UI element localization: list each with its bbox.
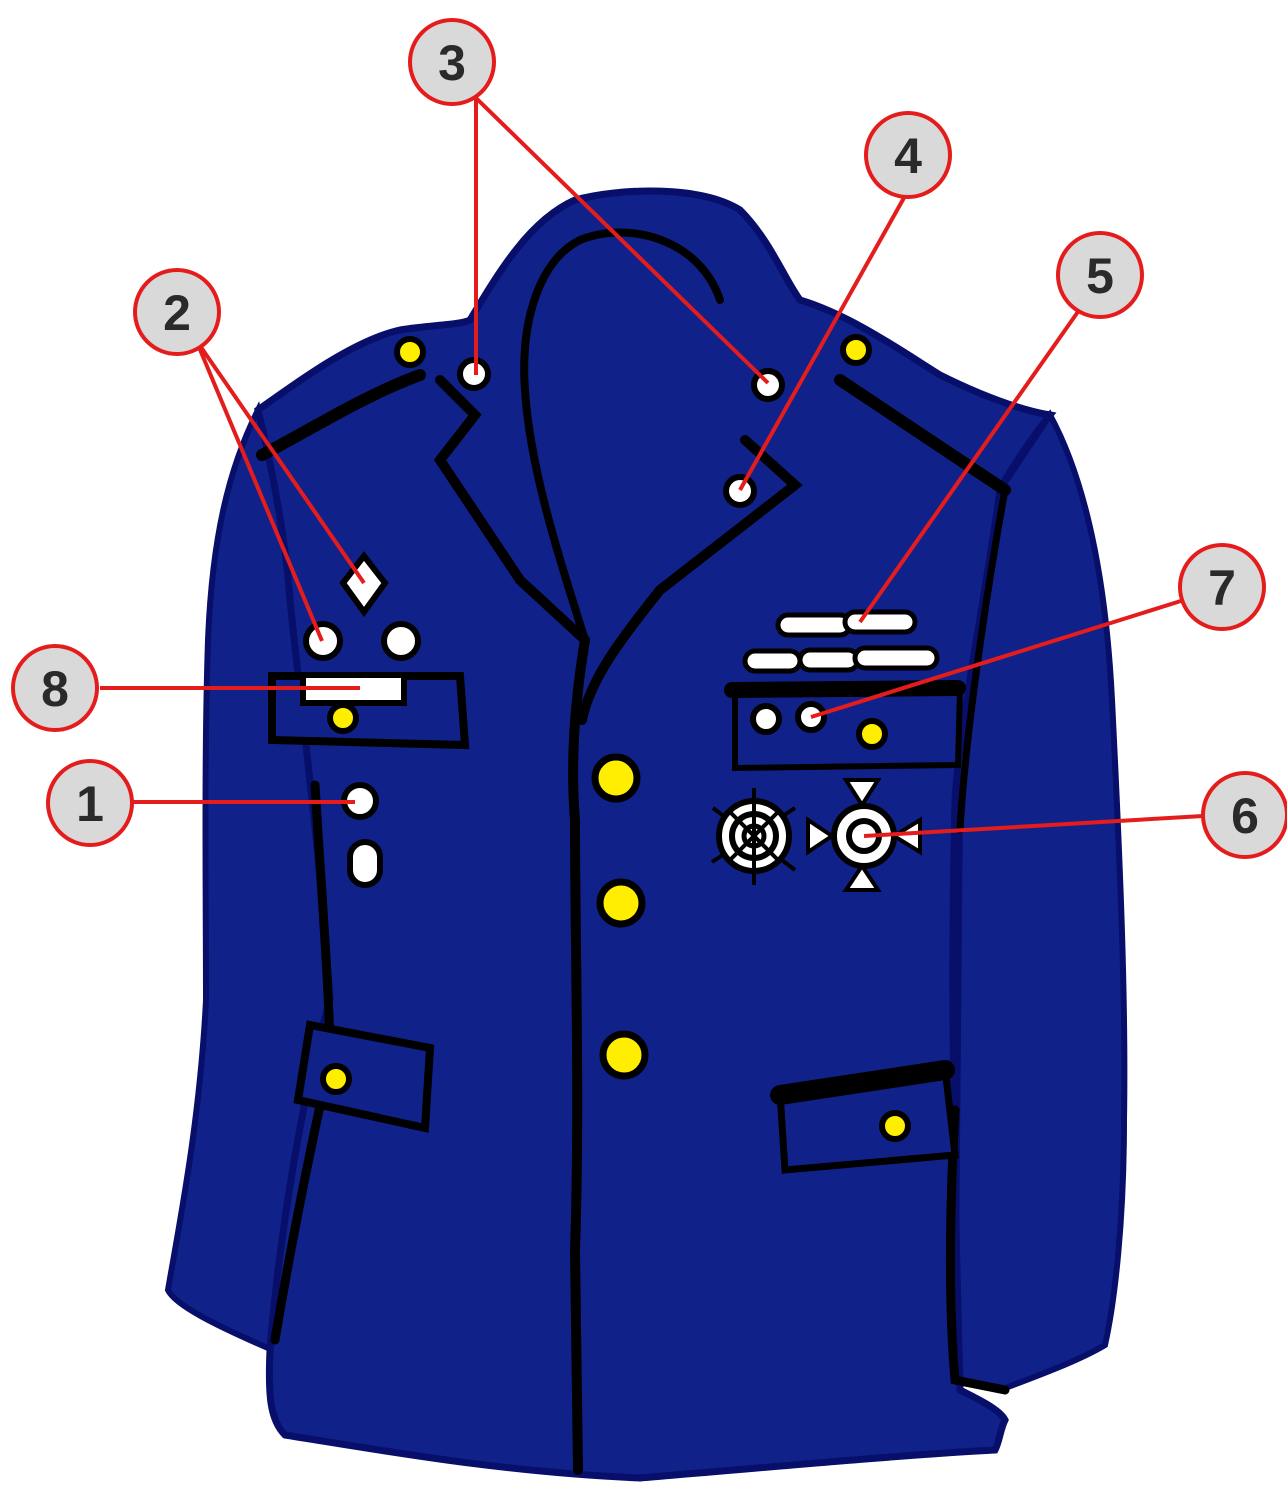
pocket-pin-1 bbox=[753, 706, 779, 732]
callout-1: 1 bbox=[48, 761, 132, 845]
front-button-1 bbox=[595, 757, 637, 799]
qualification-badge bbox=[350, 842, 380, 885]
left-shoulder-button bbox=[397, 339, 423, 365]
callout-8-label: 8 bbox=[41, 661, 69, 717]
callout-6-label: 6 bbox=[1231, 788, 1259, 844]
jacket bbox=[168, 191, 1124, 1478]
callout-7: 7 bbox=[1180, 545, 1264, 629]
front-button-2 bbox=[600, 882, 642, 924]
callout-2: 2 bbox=[135, 270, 219, 354]
callout-7-label: 7 bbox=[1208, 560, 1236, 616]
callout-1-label: 1 bbox=[76, 776, 104, 832]
callout-8: 8 bbox=[13, 646, 97, 730]
chest-badge-left bbox=[306, 624, 340, 658]
callout-5-label: 5 bbox=[1086, 248, 1114, 304]
callout-4: 4 bbox=[866, 113, 950, 197]
ribbon-2 bbox=[845, 612, 915, 632]
right-shoulder-button bbox=[843, 337, 869, 363]
ribbon-3 bbox=[745, 651, 800, 671]
ribbon-4 bbox=[800, 650, 858, 670]
lapel-pin bbox=[726, 477, 754, 505]
ribbon-5 bbox=[855, 648, 937, 668]
right-chest-pocket-button bbox=[859, 721, 885, 747]
callout-2-label: 2 bbox=[163, 285, 191, 341]
callout-5: 5 bbox=[1058, 233, 1142, 317]
callout-3: 3 bbox=[410, 20, 494, 104]
right-lower-pocket-button bbox=[882, 1113, 908, 1139]
torso bbox=[258, 191, 1050, 1478]
callout-6: 6 bbox=[1203, 773, 1287, 857]
callout-3-label: 3 bbox=[438, 35, 466, 91]
ribbon-1 bbox=[778, 615, 850, 635]
front-button-3 bbox=[603, 1034, 645, 1076]
callout-4-label: 4 bbox=[894, 128, 922, 184]
left-lower-pocket-button bbox=[323, 1066, 349, 1092]
chest-badge-right bbox=[384, 624, 418, 658]
left-chest-pocket-button bbox=[330, 705, 356, 731]
right-pocket-top bbox=[732, 688, 958, 690]
